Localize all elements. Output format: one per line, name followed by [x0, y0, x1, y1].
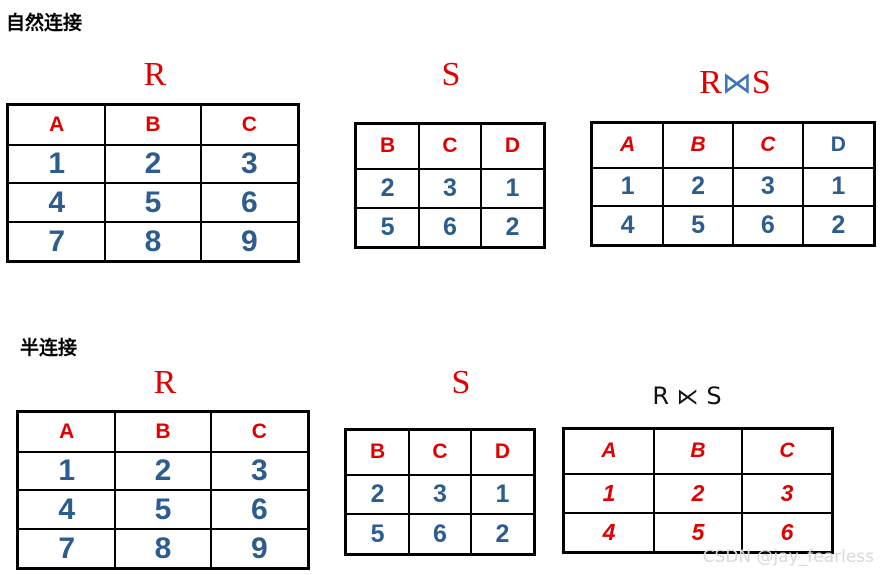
table-cell: 2: [344, 473, 411, 516]
table-row: 4 5 6: [562, 511, 834, 554]
result-right-relation: S: [751, 64, 771, 101]
table-header-cell: D: [469, 428, 536, 476]
semi-join-symbol-icon: ⋉: [676, 385, 699, 410]
table-row: 1 2 3 1: [590, 166, 876, 208]
table-cell: 9: [209, 528, 310, 570]
table-header-cell: C: [731, 121, 804, 169]
table-cell: 2: [801, 205, 876, 247]
table-header-cell: C: [408, 428, 472, 476]
table-cell: 5: [653, 511, 743, 554]
table-row: 2 3 1: [354, 167, 546, 209]
natural-join-s-label: S: [441, 56, 461, 93]
semi-join-r-table: A B C 1 2 3 4 5 6 7 8 9: [16, 410, 310, 570]
semi-join-result-table: A B C 1 2 3 4 5 6: [562, 427, 834, 554]
table-cell: 6: [418, 206, 482, 249]
table-header-cell: B: [344, 428, 411, 476]
result-left-relation: R: [699, 64, 722, 101]
table-cell: 1: [562, 472, 656, 514]
table-header-cell: A: [6, 103, 107, 146]
table-row: 5 6 2: [354, 206, 546, 249]
table-header-cell: A: [16, 410, 117, 453]
table-cell: 6: [209, 489, 310, 531]
table-cell: 2: [104, 143, 202, 185]
table-cell: 1: [479, 167, 546, 209]
table-cell: 5: [344, 513, 411, 556]
semi-join-title: 半连接: [20, 337, 78, 359]
result-left-relation: R: [652, 382, 670, 410]
table-row: 4 5 6: [6, 182, 300, 224]
natural-join-r-label: R: [143, 56, 167, 93]
table-cell: 2: [354, 167, 421, 209]
table-cell: 6: [408, 513, 472, 556]
table-header-cell: A: [562, 427, 656, 475]
table-header-cell: A: [590, 121, 665, 169]
table-header-cell: C: [740, 427, 834, 475]
table-cell: 4: [16, 489, 117, 531]
table-header-cell: D: [801, 121, 876, 169]
table-cell: 9: [199, 221, 300, 263]
table-cell: 5: [104, 182, 202, 224]
natural-join-title: 自然连接: [6, 12, 83, 34]
table-cell: 4: [562, 511, 656, 554]
table-row: 4 5 6: [16, 489, 310, 531]
table-header-cell: B: [653, 427, 743, 475]
table-cell: 7: [16, 528, 117, 570]
table-cell: 7: [6, 221, 107, 263]
table-cell: 6: [731, 205, 804, 247]
table-cell: 1: [6, 143, 107, 185]
table-header-cell: C: [418, 122, 482, 170]
table-row: 7 8 9: [16, 528, 310, 570]
table-cell: 6: [740, 511, 834, 554]
table-cell: 6: [199, 182, 300, 224]
table-header-cell: B: [354, 122, 421, 170]
table-cell: 8: [104, 221, 202, 263]
table-cell: 3: [731, 166, 804, 208]
table-cell: 8: [114, 528, 212, 570]
table-row: 5 6 2: [344, 513, 536, 556]
result-right-relation: S: [706, 382, 722, 410]
table-header-cell: C: [209, 410, 310, 453]
table-row: 4 5 6 2: [590, 205, 876, 247]
table-cell: 2: [479, 206, 546, 249]
table-cell: 2: [114, 450, 212, 492]
natural-join-result-table: A B C D 1 2 3 1 4 5 6 2: [590, 121, 876, 247]
table-cell: 3: [408, 473, 472, 516]
table-cell: 1: [469, 473, 536, 516]
table-cell: 5: [662, 205, 734, 247]
table-row: 7 8 9: [6, 221, 300, 263]
table-cell: 5: [114, 489, 212, 531]
table-header-cell: C: [199, 103, 300, 146]
table-header-cell: B: [662, 121, 734, 169]
table-cell: 1: [590, 166, 665, 208]
table-header-cell: B: [104, 103, 202, 146]
table-cell: 3: [740, 472, 834, 514]
natural-join-r-table: A B C 1 2 3 4 5 6 7 8 9: [6, 103, 300, 263]
semi-join-s-label: S: [451, 364, 471, 401]
semi-join-r-label: R: [153, 364, 177, 401]
table-cell: 2: [469, 513, 536, 556]
table-row: 1 2 3: [16, 450, 310, 492]
table-cell: 1: [801, 166, 876, 208]
table-cell: 3: [199, 143, 300, 185]
semi-join-result-label: R ⋉ S: [632, 384, 742, 409]
table-cell: 4: [6, 182, 107, 224]
table-cell: 1: [16, 450, 117, 492]
table-row: 2 3 1: [344, 473, 536, 516]
table-row: 1 2 3: [6, 143, 300, 185]
natural-join-symbol-icon: ⋈: [721, 67, 752, 100]
natural-join-s-table: B C D 2 3 1 5 6 2: [354, 122, 546, 249]
semi-join-s-table: B C D 2 3 1 5 6 2: [344, 428, 536, 556]
natural-join-result-label: R⋈S: [680, 66, 790, 100]
table-cell: 2: [662, 166, 734, 208]
table-cell: 5: [354, 206, 421, 249]
table-header-cell: B: [114, 410, 212, 453]
table-header-cell: D: [479, 122, 546, 170]
table-cell: 3: [418, 167, 482, 209]
table-row: 1 2 3: [562, 472, 834, 514]
watermark-text: CSDN @jay_fearless: [702, 547, 874, 567]
table-cell: 2: [653, 472, 743, 514]
table-cell: 4: [590, 205, 665, 247]
table-cell: 3: [209, 450, 310, 492]
